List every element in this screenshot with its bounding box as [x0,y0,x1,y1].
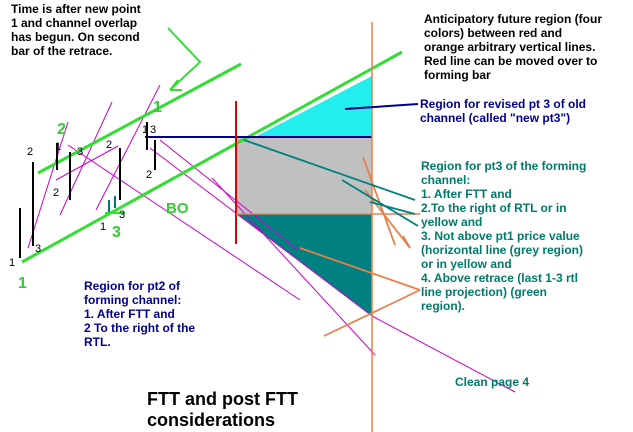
label-green-pt1-left: 1 [18,275,27,292]
label-pt2-bar2: 2 [53,187,59,199]
label-pt1-bar4: 1 [142,124,148,136]
label-pt2-bar4: 2 [146,169,152,181]
label-bo: BO [166,200,189,217]
pt2-region-note: Region for pt2 of forming channel: 1. Af… [84,279,196,349]
label-pt1-small-left: 1 [9,257,15,269]
revised-pt3-note: Region for revised pt 3 of old channel (… [420,97,587,125]
teal-pointers [243,139,419,227]
label-green-pt1-top: 1 [153,99,162,116]
label-pt1-bar2: 1 [55,141,61,153]
page-title: FTT and post FTT considerations [147,389,298,430]
label-pt1-bar3: 1 [100,221,106,233]
blue-pointer [344,103,419,110]
channel-lower-line [21,50,403,264]
clean-page-note: Clean page 4 [455,375,530,389]
label-pt2-bar1: 2 [27,146,33,158]
price-bars [19,122,156,258]
label-pt3-small-left: 3 [35,243,41,255]
label-green-pt2: 2 [57,121,66,138]
green-arrow [167,27,202,91]
label-green-pt3: 3 [112,224,121,241]
orange-pointers [299,156,421,337]
label-pt2-bar3: 2 [106,139,112,151]
label-pt3-bar2: 3 [77,146,83,158]
label-pt3-bar3: 3 [119,209,125,221]
time-note: Time is after new point 1 and channel ov… [11,2,141,58]
grey-region [236,137,372,214]
cyan-region [255,76,372,137]
label-pt3-bar4: 3 [150,124,156,136]
channel-upper-line [37,62,242,175]
pt3-region-note: Region for pt3 of the forming channel: 1… [421,159,587,313]
anticipatory-note: Anticipatory future region (four colors)… [424,12,602,82]
